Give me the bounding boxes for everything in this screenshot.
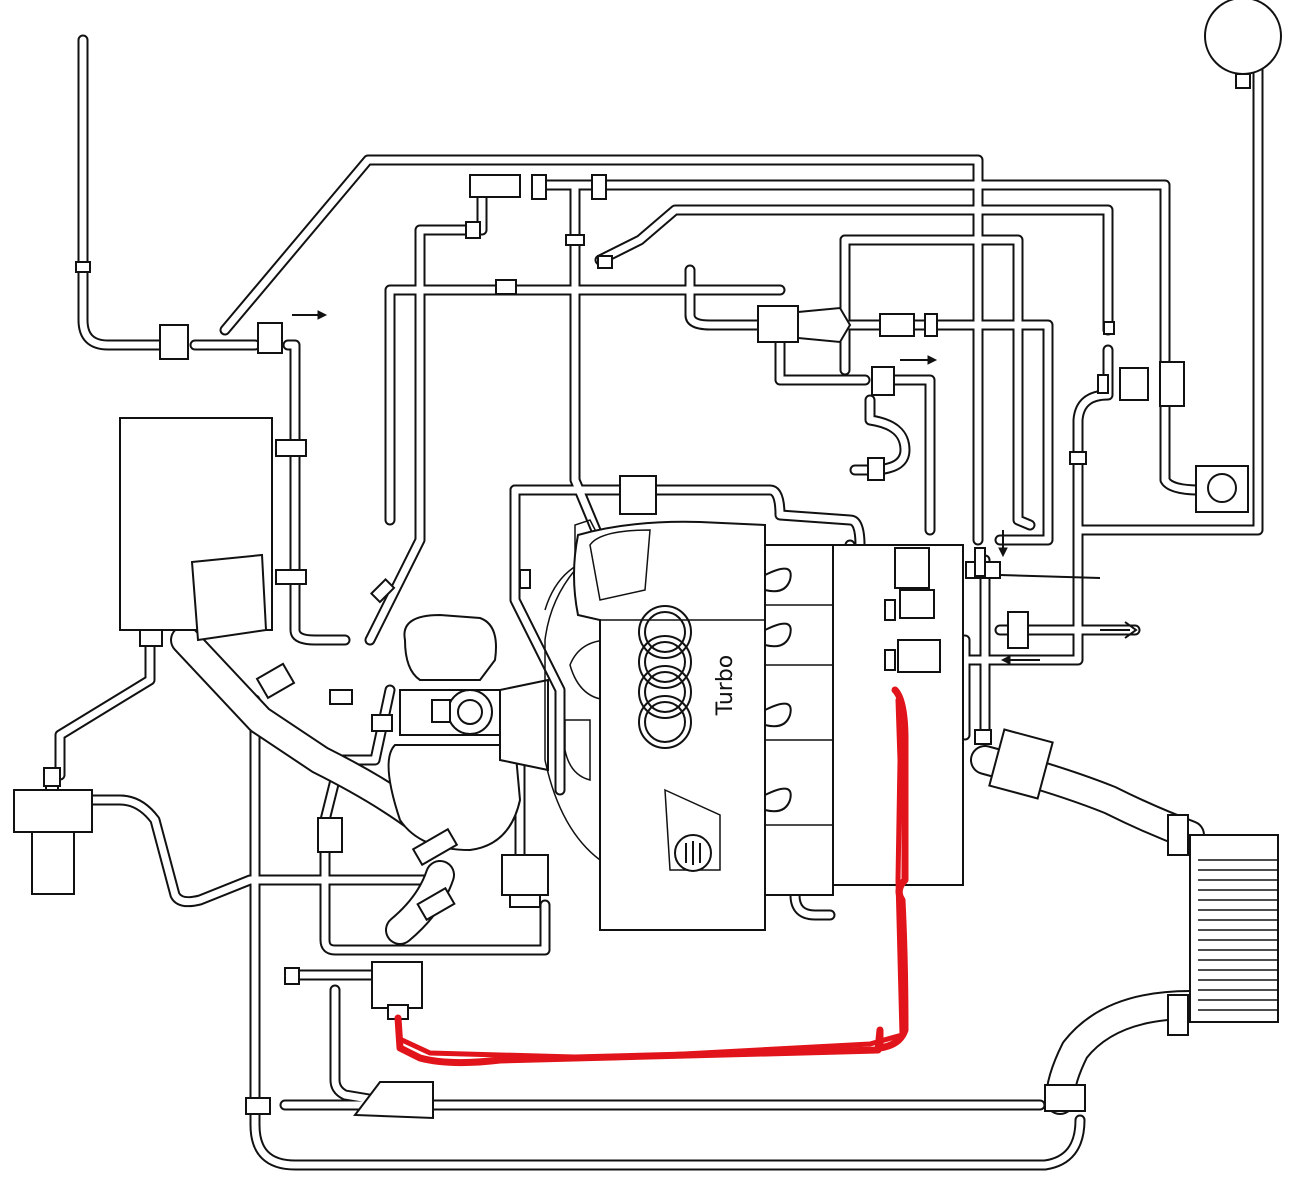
- red-highlight-path-overstroke: [399, 697, 905, 1061]
- hose-fittings: [43, 174, 1249, 1120]
- air-filter-box: [119, 417, 273, 642]
- turbocharger: [387, 613, 549, 852]
- bracket: [353, 1081, 434, 1120]
- arrow-down-icon: [998, 530, 1008, 558]
- vacuum-valve-right: [1119, 367, 1149, 401]
- solenoid-upper: [894, 547, 930, 589]
- pcv-valve: [619, 475, 657, 515]
- diverter-valve: [469, 174, 521, 198]
- red-highlight-path: [394, 686, 909, 1067]
- intercooler-fins: [1198, 859, 1278, 1011]
- flow-arrows: [292, 310, 1138, 665]
- arrow-right-icon: [900, 355, 938, 365]
- four-rings-emblem-icon: [638, 605, 692, 749]
- check-valve-mid: [871, 366, 895, 396]
- fuel-pressure-regulator: [371, 961, 423, 1009]
- engine-model-label: Turbo: [713, 655, 738, 717]
- reservoir-mount: [1195, 465, 1249, 513]
- intercooler: [1167, 814, 1279, 1036]
- wastegate-actuator: [501, 854, 549, 896]
- check-valve-right: [1007, 611, 1029, 649]
- solenoid-lower: [897, 639, 941, 673]
- boost-control-valve: [757, 305, 799, 343]
- vacuum-reservoir: [1204, 0, 1282, 89]
- charcoal-canister: [13, 771, 93, 895]
- highlighted-hose: [394, 686, 909, 1067]
- vacuum-valve-top-left: [257, 322, 283, 354]
- tee-connector-left: [317, 817, 343, 853]
- arrow-right-icon: [1100, 621, 1138, 639]
- engine-valve-cover: Turbo: [573, 520, 766, 931]
- arrow-right-icon: [292, 310, 328, 320]
- arrow-left-icon: [1000, 655, 1040, 665]
- check-valve-left: [159, 324, 189, 360]
